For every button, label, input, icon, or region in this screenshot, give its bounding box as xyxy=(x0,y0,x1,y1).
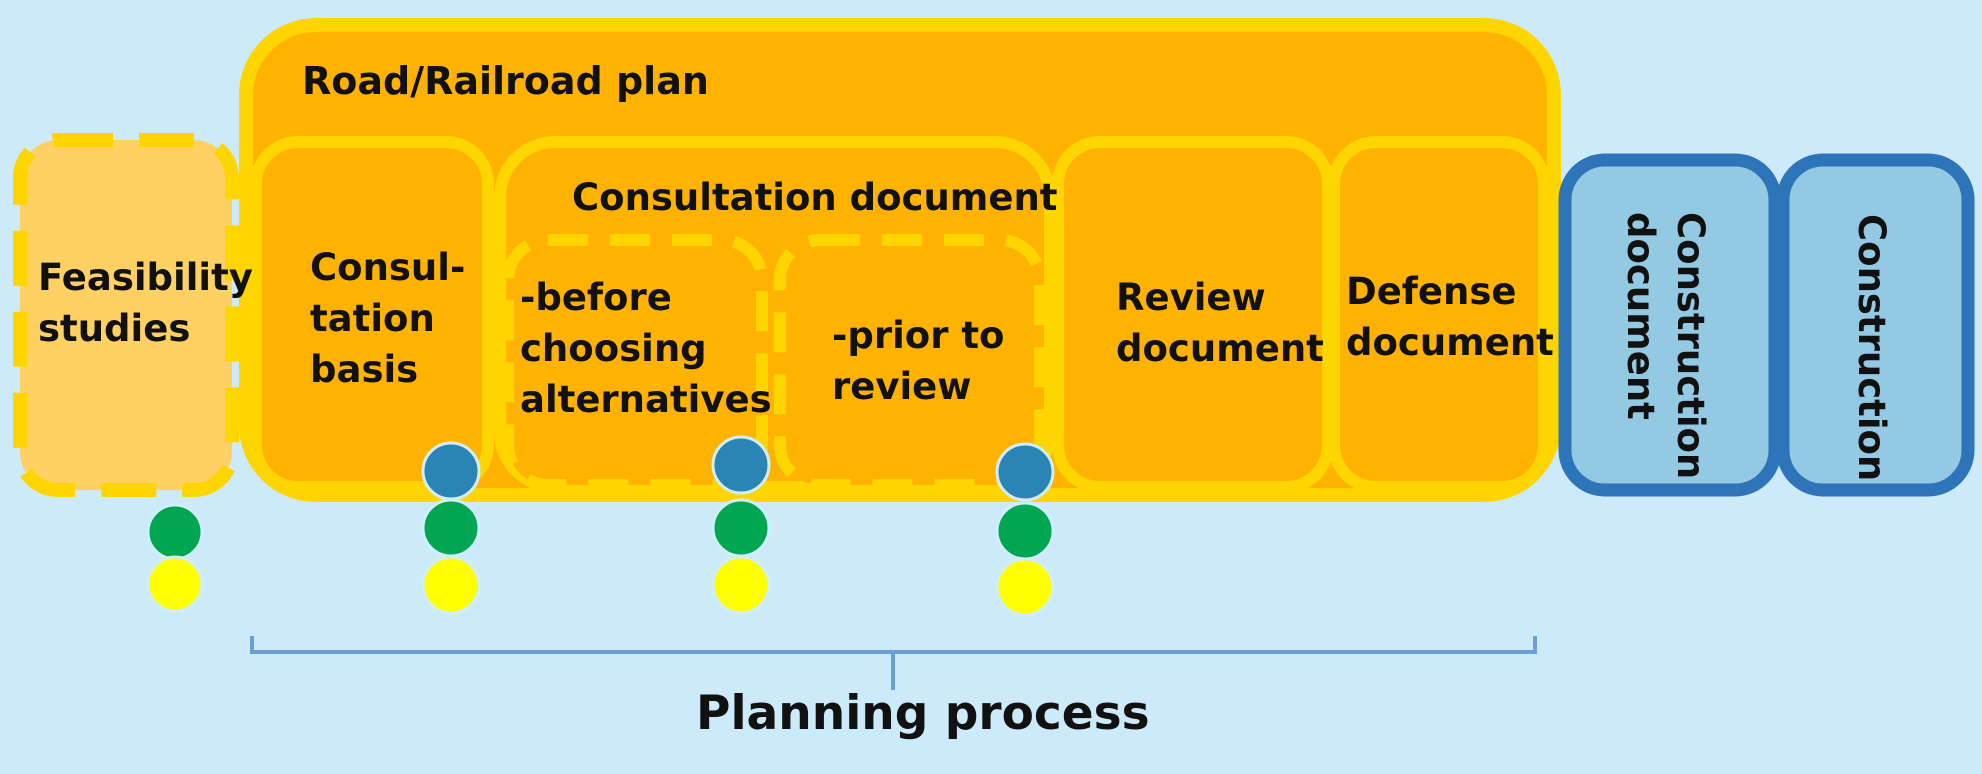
prior-to-review-label: -prior to review xyxy=(832,314,1005,408)
before-choosing-label: -before choosing alternatives xyxy=(520,276,772,421)
yellow-dot xyxy=(995,557,1055,617)
feasibility-box xyxy=(13,133,239,497)
consultation-basis-label: Consul- tation basis xyxy=(310,246,466,391)
construction-label: Construction xyxy=(1850,214,1893,482)
planning-process-label: Planning process xyxy=(696,686,1150,741)
yellow-dot xyxy=(146,555,204,613)
road-plan-title: Road/Railroad plan xyxy=(302,59,709,103)
planning-process-bracket xyxy=(250,636,1537,690)
green-dot xyxy=(421,498,481,558)
yellow-dot xyxy=(711,555,771,615)
feasibility-label: Feasibility studies xyxy=(38,256,253,350)
review-document-label: Review document xyxy=(1116,276,1324,370)
consultation-document-title: Consultation document xyxy=(572,176,1058,219)
consultation-basis-box xyxy=(250,136,494,493)
blue-dot xyxy=(711,435,771,495)
green-dot xyxy=(711,498,771,558)
defense-document-label: Defense document xyxy=(1346,270,1554,364)
construction-document-box xyxy=(1558,153,1782,497)
before-choosing-box xyxy=(502,234,768,491)
construction-document-label: Construction document xyxy=(1619,212,1712,480)
defense-document-box xyxy=(1328,136,1550,493)
blue-dot xyxy=(995,442,1055,502)
prior-to-review-box xyxy=(774,234,1046,491)
green-dot xyxy=(146,503,204,561)
yellow-dot xyxy=(421,555,481,615)
green-dot xyxy=(995,501,1055,561)
construction-box xyxy=(1776,153,1975,497)
blue-dot xyxy=(421,441,481,501)
